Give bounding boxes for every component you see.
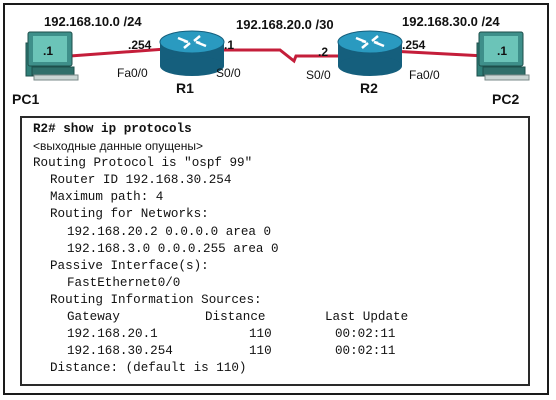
header-gateway: Gateway [67,310,120,325]
network-label-right: 192.168.30.0 /24 [402,14,500,29]
passive-interfaces-line: Passive Interface(s): [50,258,209,273]
cli-output-box: R2# show ip protocols <выходные данные о… [20,116,530,386]
r1-serial-port-label: S0/0 [216,66,241,80]
pc2-host-label: .1 [497,44,508,58]
network-topology: 192.168.10.0 /24 192.168.20.0 /30 192.16… [0,0,556,116]
omitted-output-note: <выходные данные опущены> [33,139,203,154]
r1-fa-port-label: Fa0/0 [117,66,148,80]
r2-fa-port-label: Fa0/0 [409,68,440,82]
command-line: R2# show ip protocols [33,121,528,138]
network-label-middle: 192.168.20.0 /30 [236,17,334,32]
ethernet-link-pc1-r1 [69,47,167,58]
gateway-cell: 192.168.20.1 [67,327,158,342]
network-statement-1: 192.168.20.2 0.0.0.0 area 0 [67,224,272,239]
table-row: 192.168.20.1 110 00:02:11 [33,326,528,343]
distance-cell: 110 [249,344,272,359]
pc1-host-label: .1 [43,44,54,58]
pc2-icon [476,31,530,81]
r1-serial-ip-label: .1 [224,38,235,52]
last-update-cell: 00:02:11 [335,327,396,342]
topology-drawing [25,30,530,81]
r2-serial-ip-label: .2 [318,45,329,59]
serial-link-r1-r2 [196,48,390,64]
header-distance: Distance [205,310,266,325]
figure-frame [3,3,549,395]
ethernet-link-r2-pc2 [389,49,486,58]
network-label-left: 192.168.10.0 /24 [44,14,142,29]
router-r1-icon [159,30,225,76]
cli-prompt: R2# [33,122,56,136]
header-last-update: Last Update [325,310,409,325]
routing-info-sources-line: Routing Information Sources: [50,292,262,307]
pc2-name: PC2 [492,91,520,107]
gateway-cell: 192.168.30.254 [67,344,173,359]
r1-fa-ip-label: .254 [128,38,152,52]
distance-cell: 110 [249,327,272,342]
routing-for-networks-line: Routing for Networks: [50,207,209,222]
routing-protocol-line: Routing Protocol is "ospf 99" [33,156,253,171]
r1-name: R1 [176,80,194,96]
r2-fa-ip-label: .254 [402,38,426,52]
max-path-line: Maximum path: 4 [50,190,164,205]
pc1-name: PC1 [12,91,40,107]
table-row: 192.168.30.254 110 00:02:11 [33,343,528,360]
default-distance-line: Distance: (default is 110) [50,361,247,376]
router-id-line: Router ID 192.168.30.254 [50,173,232,188]
last-update-cell: 00:02:11 [335,344,396,359]
network-statement-2: 192.168.3.0 0.0.0.255 area 0 [67,241,279,256]
passive-interface-entry: FastEthernet0/0 [67,275,181,290]
cli-command: show ip protocols [63,122,192,136]
sources-table-header: Gateway Distance Last Update [33,309,528,326]
router-r2-icon [337,30,403,76]
r2-name: R2 [360,80,378,96]
pc1-icon [25,31,79,81]
r2-serial-port-label: S0/0 [306,68,331,82]
